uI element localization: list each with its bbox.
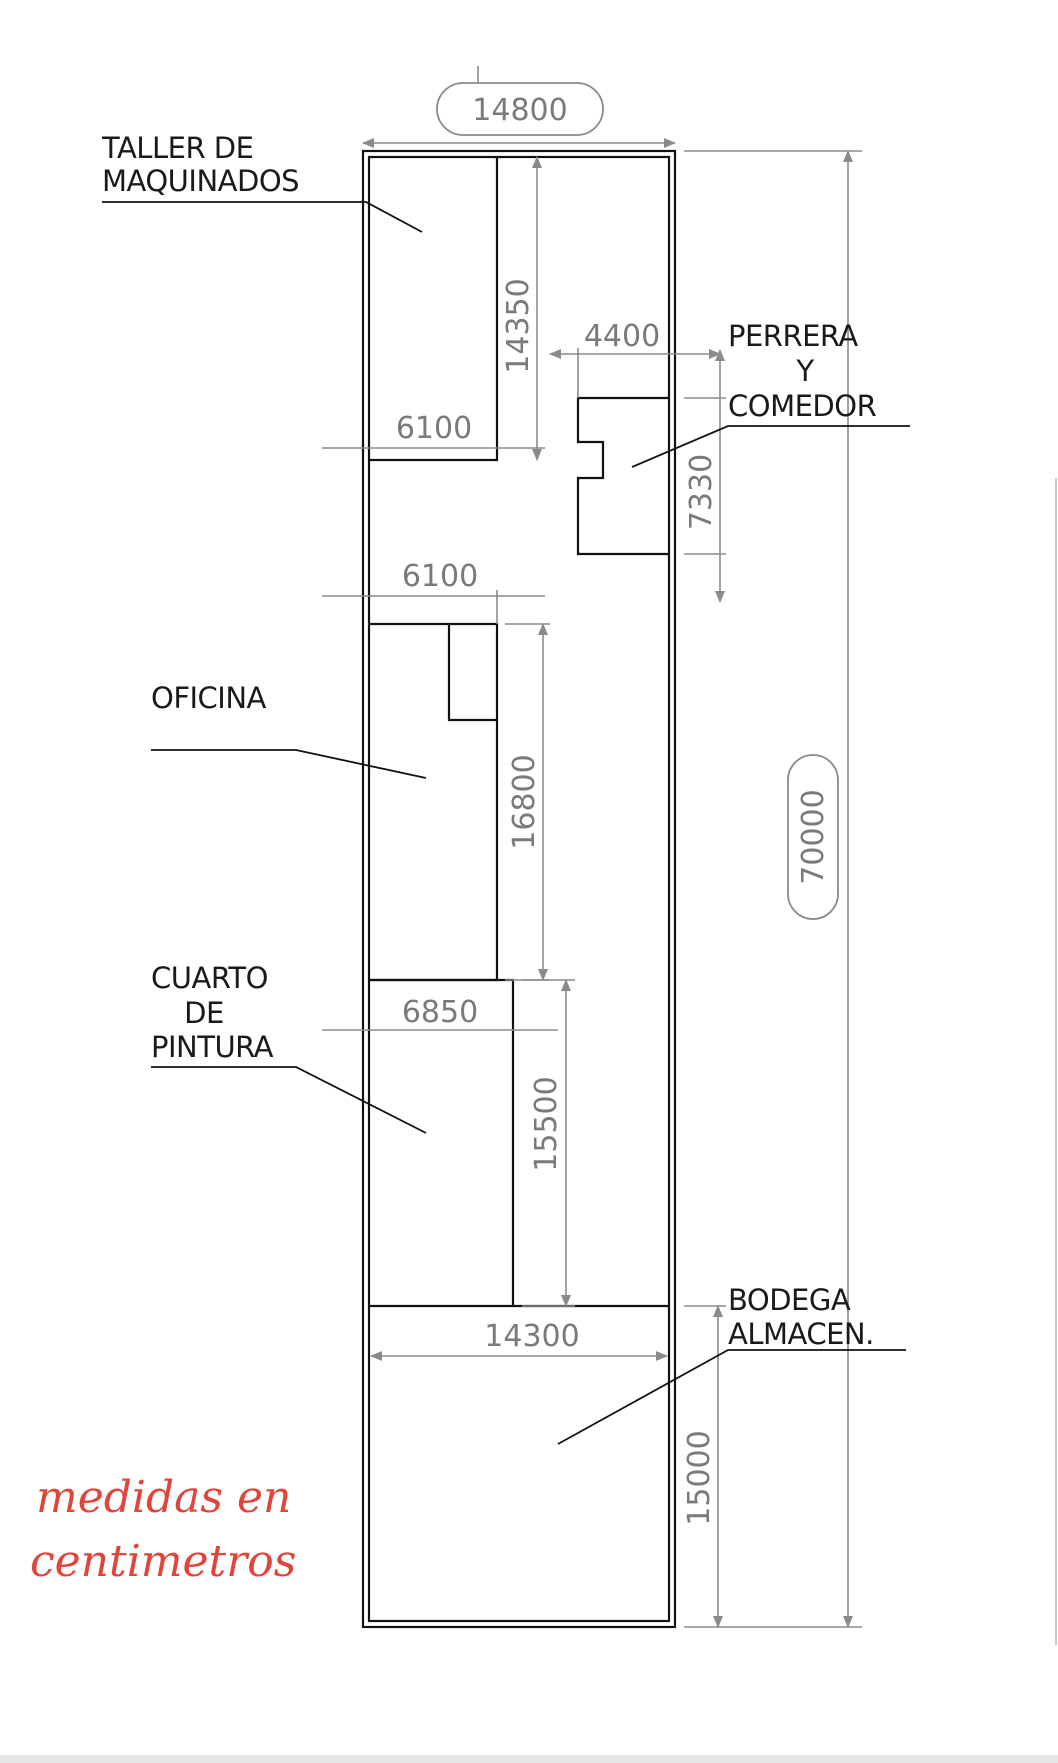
label-pintura-line1: CUARTO: [151, 961, 268, 995]
dim-oficina-height-text: 16800: [507, 754, 542, 849]
label-pintura: CUARTO DE PINTURA: [151, 961, 427, 1134]
dim-oficina-width-text: 6100: [402, 559, 478, 594]
dim-perrera-width: 4400: [549, 319, 721, 398]
label-bodega-line2: ALMACEN.: [728, 1317, 874, 1351]
label-perrera-line3: COMEDOR: [728, 389, 877, 423]
units-note-line2: centimetros: [30, 1536, 296, 1587]
label-perrera-line1: PERRERA: [728, 319, 858, 353]
units-note-line1: medidas en: [36, 1472, 291, 1523]
dim-perrera-height: 7330: [684, 349, 726, 603]
label-pintura-line3: PINTURA: [151, 1030, 274, 1064]
dim-taller-width: 6100: [322, 411, 545, 449]
label-oficina: OFICINA: [151, 681, 427, 779]
perrera-walls: [576, 396, 669, 556]
dim-oficina-height: 16800: [505, 623, 550, 981]
dim-total-length-text: 70000: [796, 789, 831, 884]
taller-walls: [369, 157, 499, 462]
label-taller-line1: TALLER DE: [101, 131, 253, 165]
dim-pill: [787, 754, 839, 920]
dim-total-width-text: 14800: [472, 93, 567, 128]
dim-bodega-height-text: 15000: [682, 1430, 717, 1525]
label-bodega-line1: BODEGA: [728, 1283, 851, 1317]
label-pintura-line2: DE: [184, 996, 224, 1030]
dim-pill: [436, 82, 604, 136]
oficina-walls: [369, 622, 499, 982]
label-perrera-line2: Y: [795, 354, 814, 388]
dim-perrera-height-text: 7330: [684, 454, 719, 530]
dim-bodega-width: 14300: [370, 1319, 668, 1361]
label-taller-line2: MAQUINADOS: [102, 164, 299, 198]
bottom-band: [0, 1755, 1058, 1763]
dim-pintura-height-text: 15500: [529, 1076, 564, 1171]
outer-walls: [361, 149, 677, 1629]
dim-oficina-width: 6100: [322, 559, 545, 624]
dim-bodega-width-text: 14300: [484, 1319, 579, 1354]
dim-taller-height-text: 14350: [501, 278, 536, 373]
label-taller: TALLER DE MAQUINADOS: [101, 131, 423, 233]
dim-pintura-width-text: 6850: [402, 995, 478, 1030]
dim-total-width: 14800: [362, 66, 676, 148]
dim-taller-height: 14350: [501, 156, 542, 461]
dim-total-length: 70000: [684, 150, 862, 1628]
label-perrera: PERRERA Y COMEDOR: [631, 319, 910, 468]
label-bodega: BODEGA ALMACEN.: [557, 1283, 906, 1445]
dim-pintura-height: 15500: [522, 979, 575, 1307]
dim-bodega-height: 15000: [682, 1305, 726, 1628]
dim-pintura-width: 6850: [322, 995, 558, 1031]
units-note: medidas en centimetros: [30, 1472, 296, 1587]
label-oficina-line1: OFICINA: [151, 681, 267, 715]
dim-perrera-width-text: 4400: [584, 319, 660, 354]
dim-taller-width-text: 6100: [396, 411, 472, 446]
